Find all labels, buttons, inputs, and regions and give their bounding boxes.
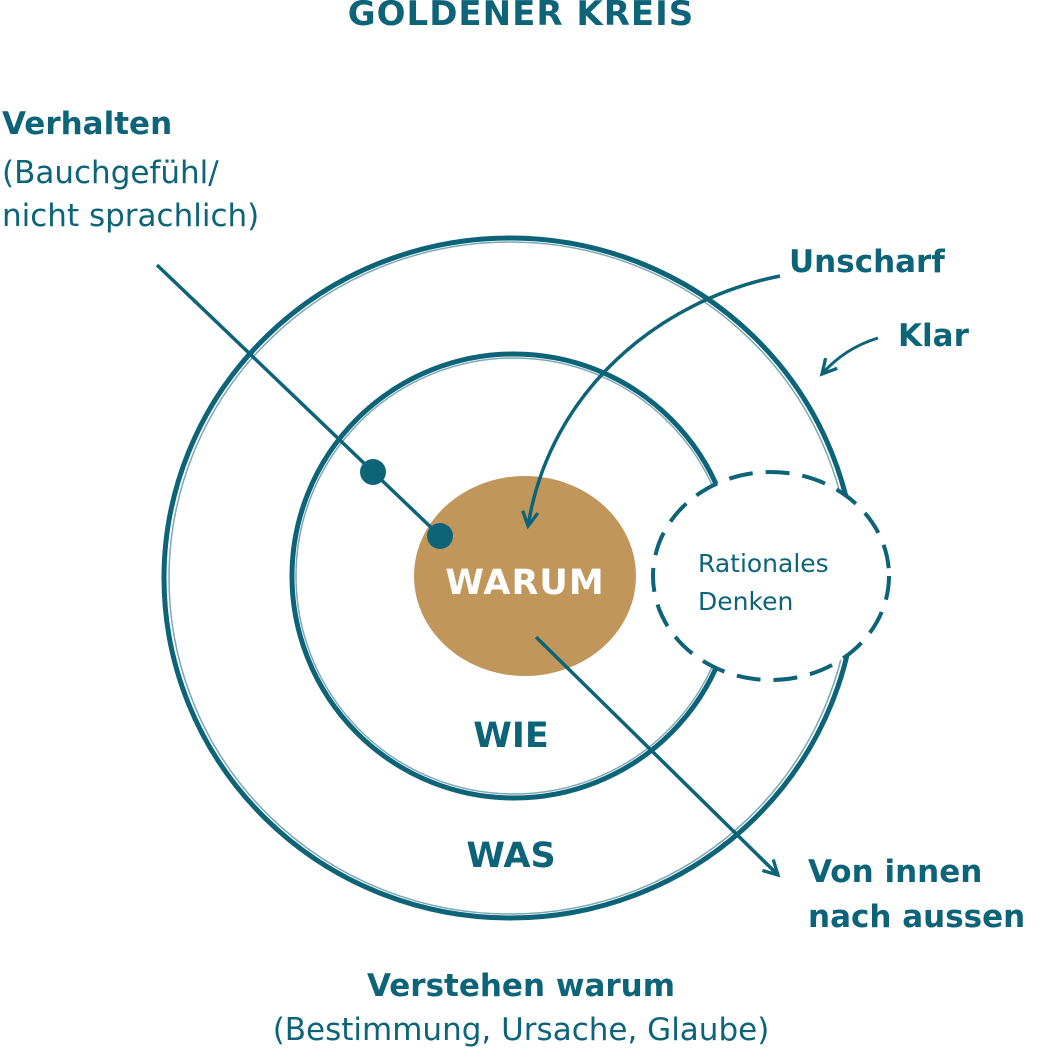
wie-label: WIE <box>473 716 549 756</box>
inside-out-label: Von innen nach aussen <box>808 854 1026 935</box>
inside-out-arrow <box>534 635 781 878</box>
understanding-why-label: Verstehen warum <box>366 968 676 1004</box>
outer-dot <box>360 459 386 485</box>
unscharf-label: Unscharf <box>789 244 945 280</box>
verhalten-description: (Bauchgefühl/ nicht sprachlich) <box>2 155 260 234</box>
klar-label: Klar <box>898 318 969 354</box>
diagram-title: GOLDENER KREIS <box>347 0 695 34</box>
understanding-why-description: (Bestimmung, Ursache, Glaube) <box>272 1012 770 1048</box>
verhalten-label: Verhalten <box>2 106 173 142</box>
rational-thinking-label: Rationales Denken <box>698 549 829 616</box>
inner-dot <box>427 523 453 549</box>
verhalten-pointer-line <box>155 263 442 538</box>
unscharf-arrow <box>521 274 781 530</box>
warum-core <box>414 476 636 676</box>
warum-label: WARUM <box>445 563 605 603</box>
was-label: WAS <box>466 836 556 876</box>
rational-dashed-circle <box>651 470 891 682</box>
klar-arrow <box>819 336 879 377</box>
